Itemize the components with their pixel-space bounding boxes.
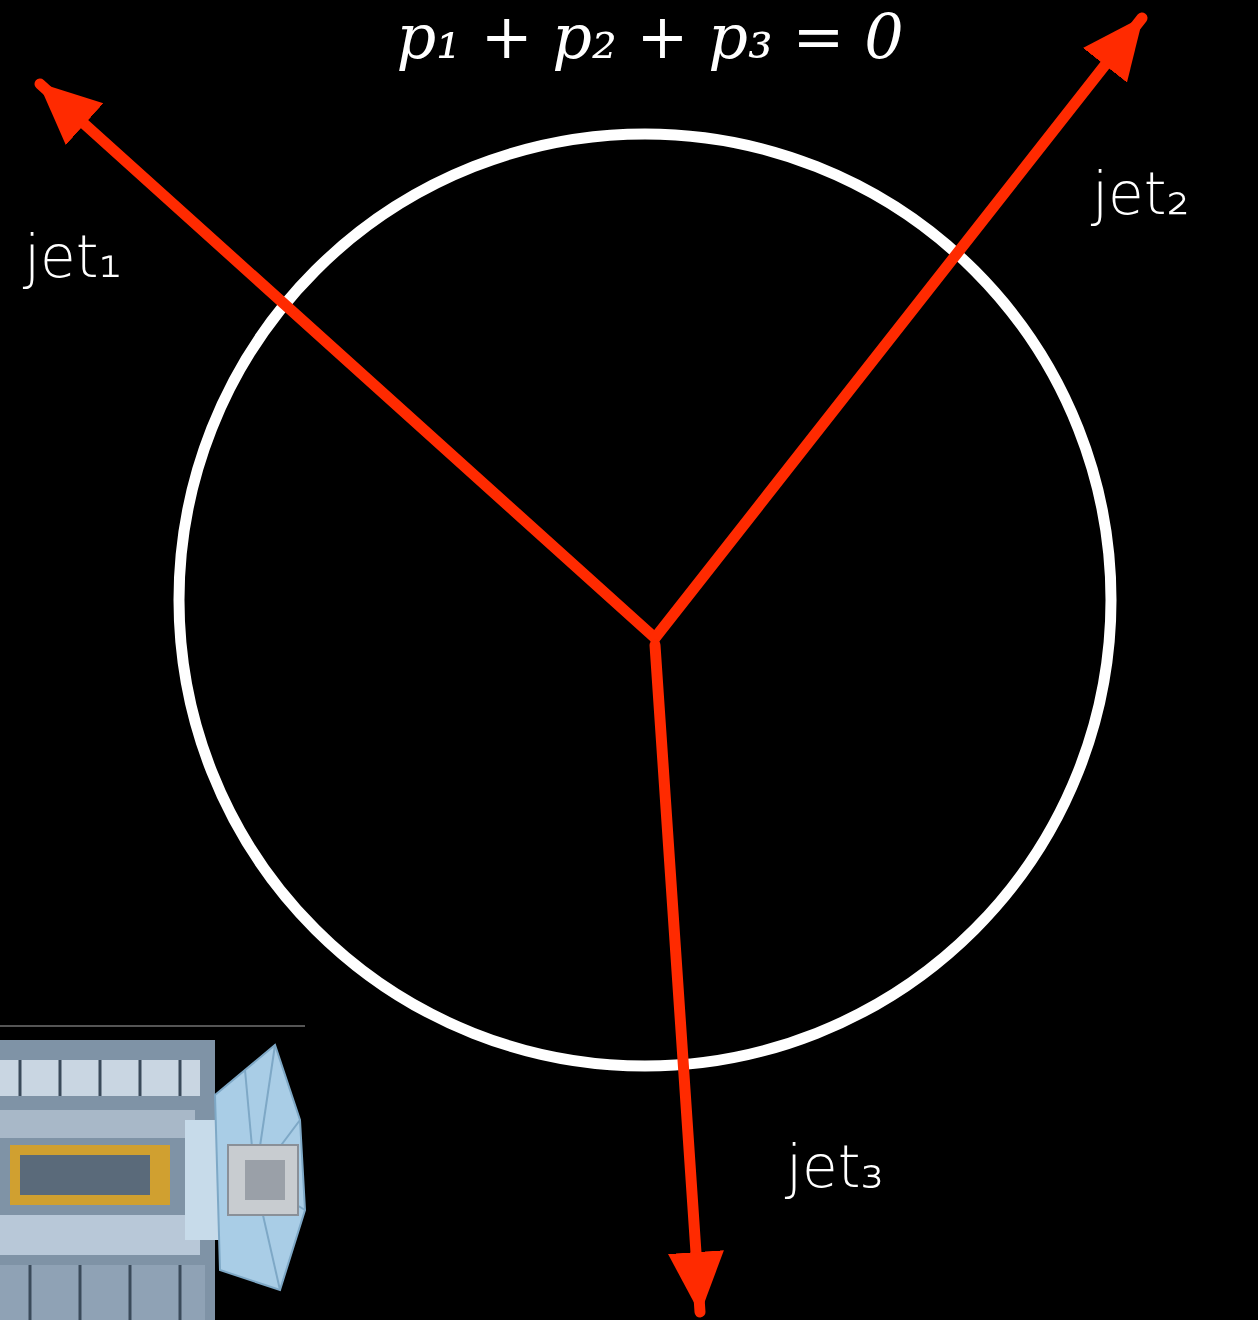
jet-label: jet₃ bbox=[786, 1138, 884, 1196]
detector-circle bbox=[179, 134, 1111, 1066]
detector-illustration bbox=[0, 1025, 305, 1320]
jet-arrow bbox=[655, 18, 1142, 638]
jet-arrow bbox=[655, 645, 700, 1312]
jet-label: jet₁ bbox=[24, 228, 122, 286]
momentum-equation: p₁ + p₂ + p₃ = 0 bbox=[396, 6, 903, 68]
jet-arrow bbox=[40, 84, 655, 638]
jet-label: jet₂ bbox=[1092, 165, 1190, 223]
